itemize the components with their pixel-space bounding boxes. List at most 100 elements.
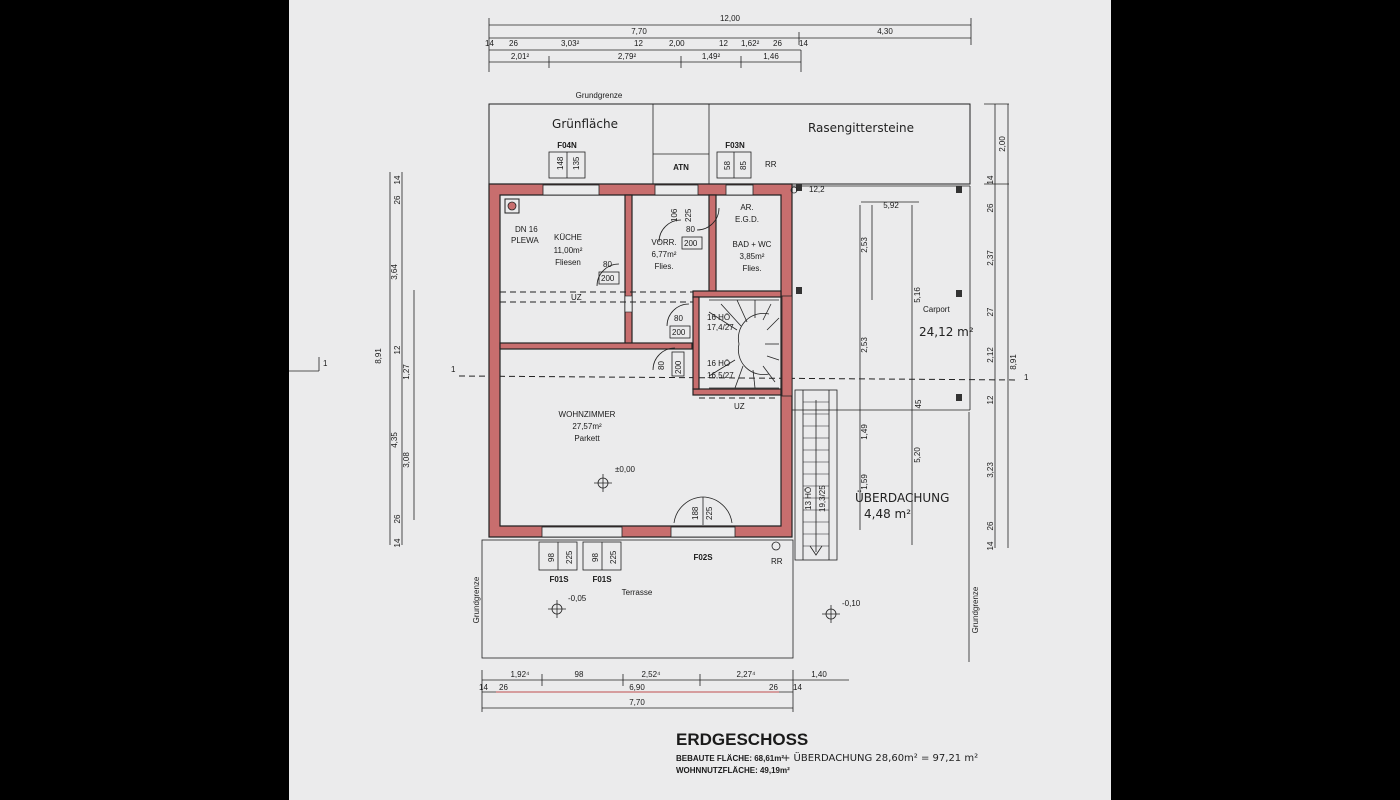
dim-top-row2-4: 1,46 bbox=[763, 52, 779, 61]
dim-top-row1-9: 14 bbox=[799, 39, 808, 48]
stair-outside-size: 19,3/25 bbox=[818, 485, 827, 512]
win-f01-h: 225 bbox=[565, 550, 574, 564]
dim-bottom-4: 2,27⁴ bbox=[736, 670, 756, 679]
win-f01-w: 98 bbox=[547, 553, 556, 562]
dim-top-row1-2: 26 bbox=[509, 39, 518, 48]
dim-top-row2-2: 2,79² bbox=[618, 52, 637, 61]
dim-top-row1-3: 3,03² bbox=[561, 39, 580, 48]
dim-covered-depth: 5,20 bbox=[913, 447, 922, 463]
dim-left-c: 3,08 bbox=[402, 452, 411, 468]
dim-left-small-1: 14 bbox=[393, 175, 402, 184]
door-hall-width: 80 bbox=[686, 225, 695, 234]
built-area: BEBAUTE FLÄCHE: 68,61m² bbox=[676, 754, 784, 763]
room-bath-floor: Flies. bbox=[742, 264, 761, 273]
dim-bottom-row2-1: 14 bbox=[479, 683, 488, 692]
right-dimensions: 2,00 8,91 14 26 2,37 27 2,12 12 45 3,23 … bbox=[914, 103, 1018, 662]
label-property-line-right: Grundgrenze bbox=[971, 586, 980, 633]
staircase: 16 HÖ 17,4/27 16 HÖ 16,5/27 13 HÖ 19,3/2… bbox=[707, 299, 838, 561]
dim-total-width: 12,00 bbox=[720, 14, 741, 23]
room-living-floor: Parkett bbox=[574, 434, 600, 443]
label-property-line-left: Grundgrenze bbox=[472, 576, 481, 623]
dim-right-seg-7: 45 bbox=[914, 399, 923, 408]
dim-right-top: 2,00 bbox=[998, 136, 1007, 152]
dim-bottom-row2-4: 26 bbox=[769, 683, 778, 692]
win-bath-w: 58 bbox=[723, 161, 732, 170]
label-rr-bottom: RR bbox=[771, 557, 783, 566]
dim-bottom-2: 98 bbox=[575, 670, 584, 679]
dim-bottom-total: 7,70 bbox=[629, 698, 645, 707]
room-kitchen-name: KÜCHE bbox=[554, 233, 582, 242]
entry-door-id: ATN bbox=[673, 163, 689, 172]
room-hall-floor: Flies. bbox=[654, 262, 673, 271]
dim-right-seg-1: 14 bbox=[986, 175, 995, 184]
win-f02-w: 188 bbox=[691, 506, 700, 520]
label-lawn-grid-stones: Rasengittersteine bbox=[808, 121, 914, 135]
dim-carport-width: 4,30 bbox=[877, 27, 893, 36]
dim-right-seg-4: 27 bbox=[986, 307, 995, 316]
label-rr-top: RR bbox=[765, 160, 777, 169]
door-living-width: 80 bbox=[657, 361, 666, 370]
plan-sheet: 12,00 7,70 4,30 14 26 3,03² 12 2,00 12 1… bbox=[289, 0, 1111, 800]
dim-carport-3: 1,49 bbox=[860, 424, 869, 440]
win-bath-h: 85 bbox=[739, 161, 748, 170]
label-property-line-top: Grundgrenze bbox=[576, 91, 623, 100]
left-dimensions: 8,91 3,64 4,35 3,08 1,27 14 26 12 26 14 bbox=[374, 172, 415, 547]
dim-bottom-row2-2: 26 bbox=[499, 683, 508, 692]
dim-top-row1-4: 12 bbox=[634, 39, 643, 48]
label-covered: ÜBERDACHUNG bbox=[855, 489, 949, 505]
room-living-name: WOHNZIMMER bbox=[559, 410, 616, 419]
level-outside: -0,10 bbox=[842, 599, 861, 608]
terrace: Terrasse -0,05 -0,10 Grundgrenze bbox=[472, 539, 861, 659]
dim-right-seg-10: 14 bbox=[986, 541, 995, 550]
label-carport-area: 24,12 m² bbox=[919, 325, 974, 339]
dim-bottom-3: 2,52⁴ bbox=[641, 670, 661, 679]
carport-width-label: 5,92 bbox=[883, 201, 899, 210]
top-dimensions: 12,00 7,70 4,30 14 26 3,03² 12 2,00 12 1… bbox=[485, 14, 972, 72]
dim-left-small-5: 14 bbox=[393, 538, 402, 547]
door-kitchen-height: 200 bbox=[601, 274, 615, 283]
label-carport: Carport bbox=[923, 305, 950, 314]
room-kitchen-area: 11,00m² bbox=[554, 246, 583, 255]
room-kitchen-floor: Fliesen bbox=[555, 258, 581, 267]
stair-upper-size: 17,4/27 bbox=[707, 323, 734, 332]
room-labels: DN 16 PLEWA KÜCHE 11,00m² Fliesen VORR. … bbox=[511, 203, 772, 492]
section-mark-left: 1 bbox=[451, 365, 456, 374]
level-terrace: -0,05 bbox=[568, 594, 587, 603]
dim-left-small-3: 12 bbox=[393, 345, 402, 354]
dim-bottom-row2-5: 14 bbox=[793, 683, 802, 692]
stair-upper-count: 16 HÖ bbox=[707, 313, 730, 322]
dim-house-width: 7,70 bbox=[631, 27, 647, 36]
room-storage-sub: E.G.D. bbox=[735, 215, 759, 224]
house-walls bbox=[488, 183, 793, 538]
label-uz-1: UZ bbox=[571, 293, 582, 302]
dim-carport-2: 2,53 bbox=[860, 337, 869, 353]
dim-left-total: 8,91 bbox=[374, 348, 383, 364]
interior-walls bbox=[499, 194, 782, 396]
carport-area: 5,92 12,2 Carport 24,12 m² 2,53 2,53 1,4… bbox=[792, 184, 974, 545]
win-kitchen-w: 148 bbox=[556, 156, 565, 170]
section-mark-left-outer: 1 bbox=[323, 359, 328, 368]
entry-door-w: 106 bbox=[670, 208, 679, 222]
living-area: WOHNNUTZFLÄCHE: 49,19m² bbox=[676, 766, 790, 775]
room-storage-name: AR. bbox=[740, 203, 753, 212]
dim-right-seg-3: 2,37 bbox=[986, 250, 995, 266]
door-kitchen-width: 80 bbox=[603, 260, 612, 269]
win-f01b-w: 98 bbox=[591, 553, 600, 562]
doors: 80 200 80 200 80 200 80 200 bbox=[596, 207, 733, 525]
room-bath-name: BAD + WC bbox=[733, 240, 772, 249]
label-terrace: Terrasse bbox=[622, 588, 653, 597]
label-vent: DN 16 bbox=[515, 225, 538, 234]
dim-bottom-row2-3: 6,90 bbox=[629, 683, 645, 692]
dim-carport-depth: 5,16 bbox=[913, 287, 922, 303]
door-hall-height: 200 bbox=[684, 239, 698, 248]
dim-carport-4: 1,59 bbox=[860, 474, 869, 490]
dim-left-a: 3,64 bbox=[390, 264, 399, 280]
dim-top-row1-1: 14 bbox=[485, 39, 494, 48]
dim-right-seg-9: 26 bbox=[986, 521, 995, 530]
dim-right-seg-6: 12 bbox=[986, 395, 995, 404]
stair-outside-count: 13 HÖ bbox=[804, 487, 813, 510]
dim-left-d: 1,27 bbox=[402, 364, 411, 380]
room-bath-area: 3,85m² bbox=[740, 252, 765, 261]
dim-right-seg-8: 3,23 bbox=[986, 462, 995, 478]
door-stair-width: 80 bbox=[674, 314, 683, 323]
